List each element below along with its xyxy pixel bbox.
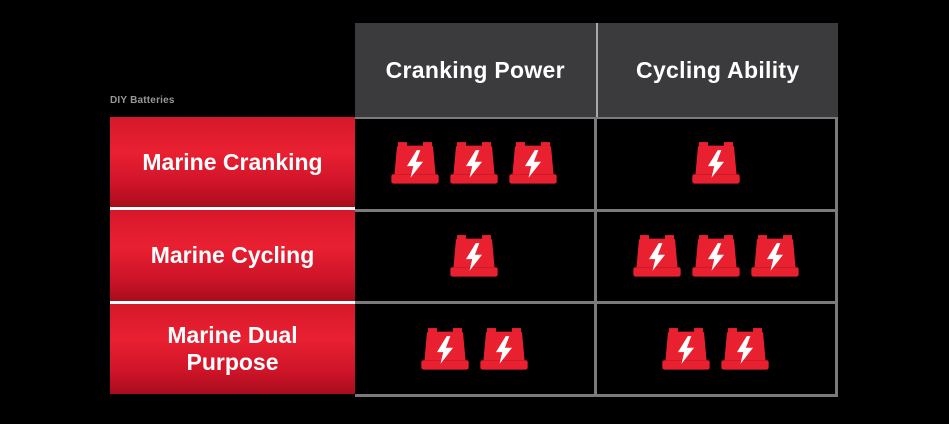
battery-bolt-icon [420,327,470,371]
column-header-cycling-ability: Cycling Ability [636,56,800,83]
battery-bolt-icon [750,235,800,278]
battery-bolt-icon [508,142,558,185]
rating-grid [355,117,838,397]
row-label-text: Marine Cranking [142,148,323,175]
row-label-text: Marine Dual Purpose [167,322,298,375]
rating-cell-marine-cranking-cranking-power [355,119,594,209]
battery-bolt-icon [661,327,711,371]
battery-bolt-icon [390,142,440,185]
row-label-marine-dual-purpose: Marine Dual Purpose [110,300,355,394]
brand-label: DIY Batteries [110,95,175,106]
row-label-marine-cranking: Marine Cranking [110,117,355,208]
rating-cell-marine-dual-purpose-cranking-power [355,304,594,394]
rating-cell-marine-cycling-cranking-power [355,211,594,302]
header-divider [595,23,598,117]
battery-bolt-icon [691,142,741,185]
rating-cell-marine-cycling-cycling-ability [596,211,835,302]
battery-bolt-icon [449,142,499,185]
battery-bolt-icon [479,327,529,371]
column-header-cranking-power: Cranking Power [385,56,565,83]
rating-cell-marine-cranking-cycling-ability [596,119,835,209]
rating-cell-marine-dual-purpose-cycling-ability [596,304,835,394]
battery-bolt-icon [720,327,770,371]
battery-bolt-icon [691,235,741,278]
battery-bolt-icon [449,235,499,278]
row-label-column: Marine Cranking Marine Cycling Marine Du… [110,117,355,394]
row-label-marine-cycling: Marine Cycling [110,207,355,301]
row-label-text: Marine Cycling [150,242,315,269]
battery-bolt-icon [632,235,682,278]
column-header-bar: Cranking Power Cycling Ability [355,23,838,117]
